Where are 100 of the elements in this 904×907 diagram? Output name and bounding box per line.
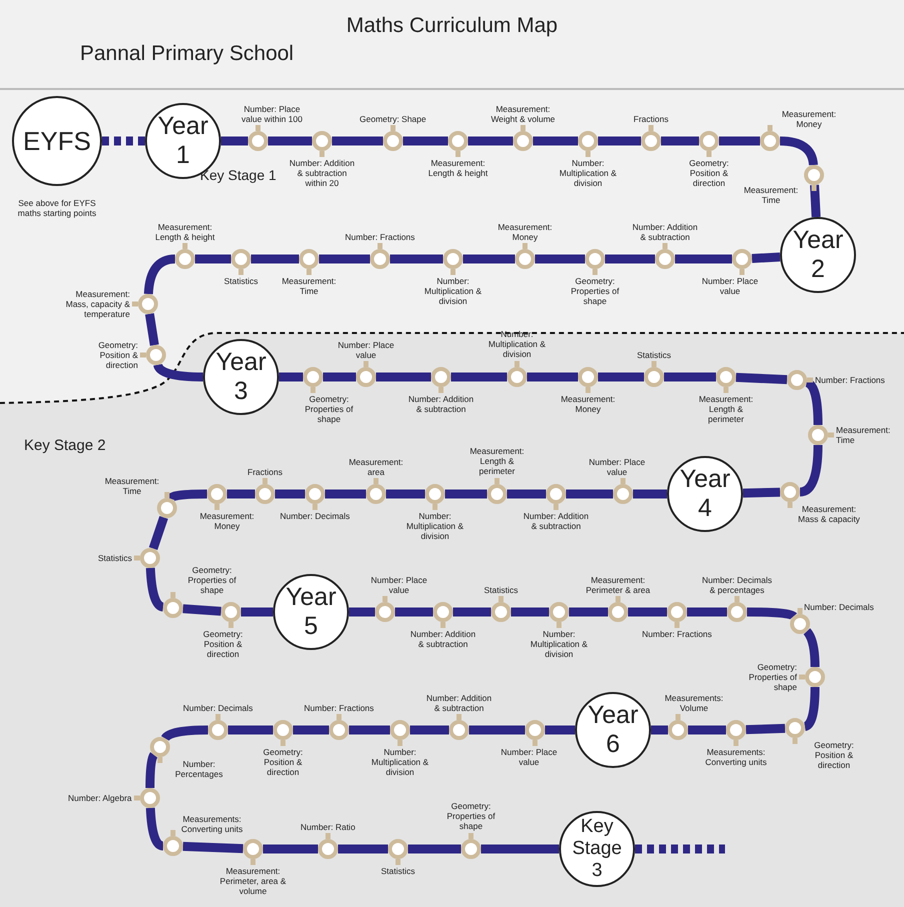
stop-label: Number: Addition & subtraction [409,629,477,650]
stop-marker [248,131,268,151]
school-name: Pannal Primary School [80,42,294,66]
route-line [566,490,613,498]
stop-label: Number: Ratio [300,822,356,832]
route-line [810,184,821,218]
route-line [221,136,248,146]
stop-marker [641,131,661,151]
route-line [263,844,318,854]
stop-label: Number: Addition & subtraction [407,394,475,414]
stop-label: Number: Decimals & percentages [702,575,772,596]
stop-label: Measurement: Time [742,185,800,206]
stop-marker [299,249,319,269]
stop-label: Measurements: Converting units [704,747,768,768]
route-line [403,136,448,146]
stop-marker [175,249,195,269]
stop-marker [585,249,605,269]
route-line [533,136,578,146]
stop-label: Geometry: Position & direction [97,340,138,370]
stop-label: See above for EYFS maths starting points [16,198,98,218]
stop-label: Geometry: Position & direction [202,629,244,660]
route-line [746,608,796,620]
stop-label: Measurement: Mass, capacity & temperature [64,288,130,320]
route-line [195,254,231,264]
stop-label: Number: Addition & subtraction [631,222,699,242]
route-line [386,490,425,498]
stop-label: Fractions [634,114,668,124]
stop-marker [804,165,824,185]
route-line [228,726,273,734]
route-line [688,726,726,734]
route-line [182,604,222,616]
stop-label: Measurement: Length & height [154,222,216,242]
route-line [445,490,487,498]
stop-marker [732,249,752,269]
stop-label: Measurements: Converting units [180,814,244,834]
stop-label: Number: Decimals [280,511,350,522]
dashed-route-line [635,844,725,854]
stop-label: Number: Addition & subtraction within 20 [288,158,356,189]
route-line [451,372,507,382]
route-line [408,844,461,854]
route-line [746,724,786,734]
stop-label: Measurement: Time [836,425,892,446]
route-line [319,254,370,264]
station-circle: EYFS [12,96,102,186]
stop-marker [515,249,535,269]
route-line [146,808,164,850]
stop-label: Number: Addition & subtraction [522,511,590,532]
stop-label: Number: Multiplication & division [529,629,589,660]
route-line [481,844,559,854]
stop-marker [146,345,166,365]
route-line [605,254,655,264]
route-line [154,363,204,382]
stop-label: Number: Place value [370,575,428,596]
key-stage-heading: Key Stage 2 [24,437,106,454]
route-line [527,372,578,382]
stop-label: Number: Decimals [183,703,253,714]
stop-label: Measurement: area [348,457,404,478]
route-line [167,490,208,502]
route-line [687,608,727,616]
route-line [742,488,780,498]
stop-label: Geometry: Position & direction [688,158,730,189]
stop-label: Measurement: Perimeter & area [584,575,652,596]
route-line [752,252,780,263]
stop-marker [231,249,251,269]
route-line [664,372,716,382]
stop-marker [138,294,158,314]
route-line [338,844,388,854]
station-circle: Year 2 [780,217,856,293]
route-line [651,726,668,734]
stop-label: Measurement: Length & perimeter [468,446,526,477]
stop-marker [699,131,719,151]
route-line [633,490,667,498]
stop-marker [760,131,780,151]
route-line [469,726,525,734]
stop-label: Measurement: Length & perimeter [698,394,754,425]
route-line [410,726,449,734]
route-line [323,372,356,382]
stop-label: Geometry: Properties of shape [446,801,496,832]
stop-label: Measurement: Mass & capacity [797,504,861,524]
route-line [453,608,491,616]
stop-label: Measurement: Money [496,222,554,242]
route-line [182,842,244,854]
stop-label: Fractions [248,467,282,478]
stop-label: Number: Fractions [304,703,374,714]
stop-label: Statistics [98,553,132,564]
stop-label: Number: Multiplication & division [423,276,483,307]
route-line [468,136,513,146]
stop-label: Number: Fractions [642,629,712,640]
stop-label: Number: Addition & subtraction [425,693,493,714]
route-line [545,726,575,734]
stop-label: Measurement: Perimeter, area & volume [218,866,288,897]
stop-marker [448,131,468,151]
route-line [251,254,299,264]
stop-label: Number: Multiplication & division [405,511,465,542]
route-line [675,254,732,264]
stop-marker [443,249,463,269]
route-line [463,254,515,264]
route-line [598,136,641,146]
route-line [511,608,549,616]
route-line [349,726,390,734]
